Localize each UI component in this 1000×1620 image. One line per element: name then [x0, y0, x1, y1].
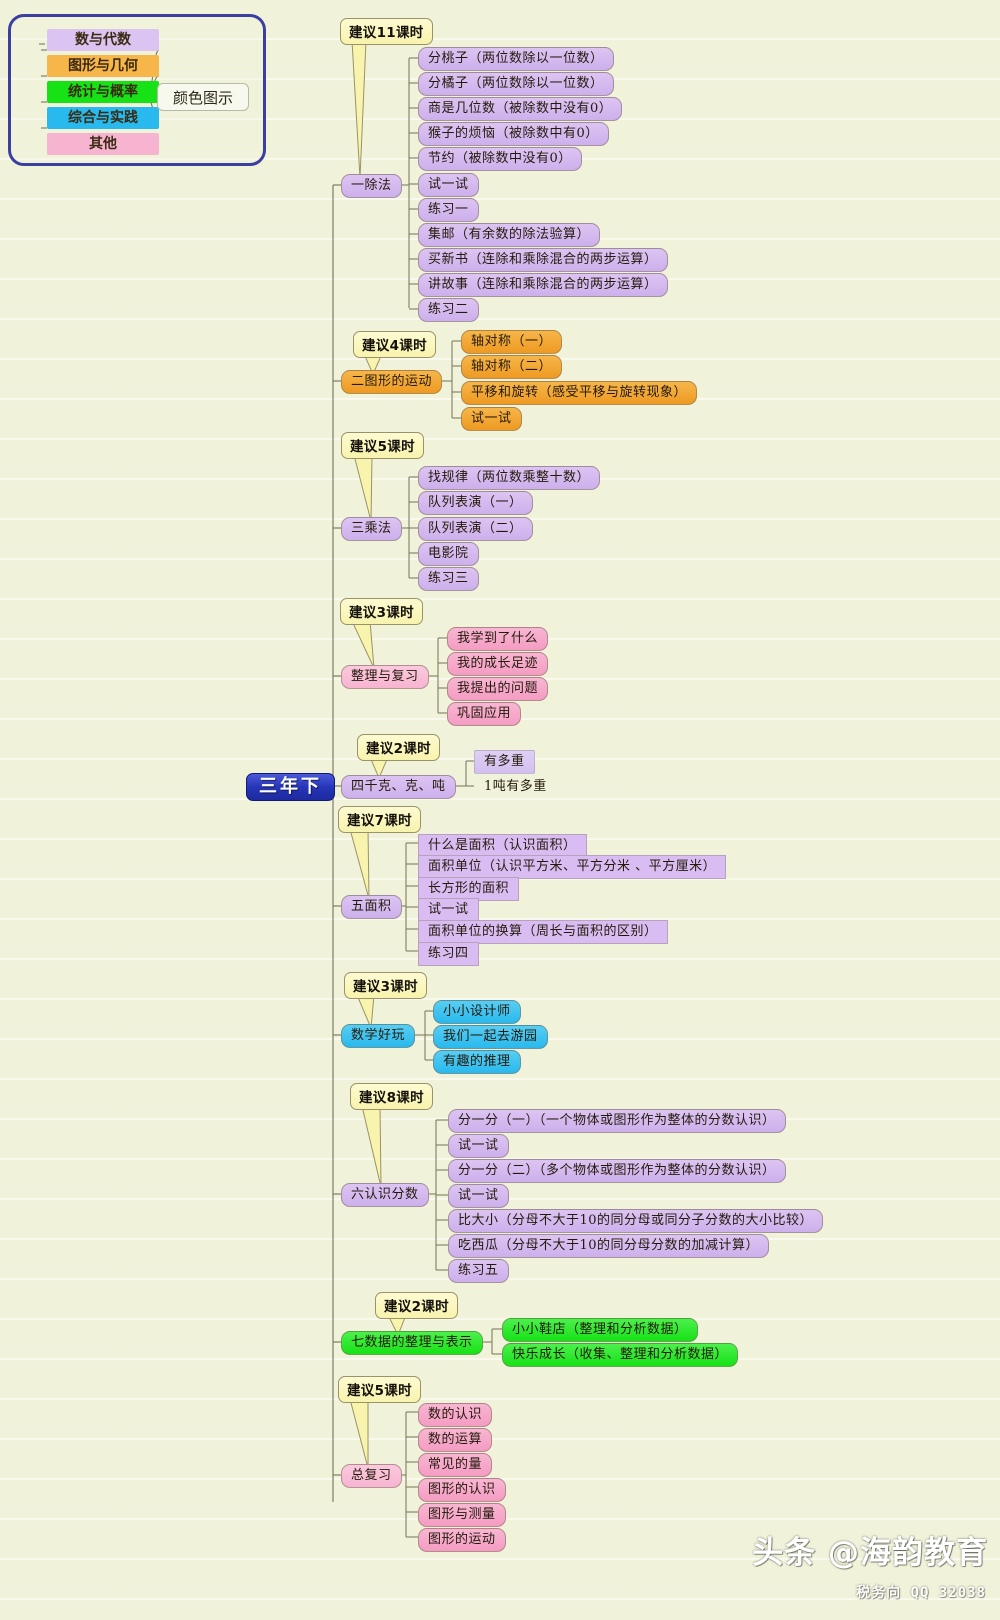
legend-panel: 数与代数 图形与几何 统计与概率 综合与实践 其他 颜色图示 [8, 14, 266, 166]
leaf-1-3[interactable]: 试一试 [461, 407, 522, 431]
leaf-8-1[interactable]: 快乐成长（收集、整理和分析数据） [502, 1343, 739, 1367]
leaf-5-4[interactable]: 面积单位的换算（周长与面积的区别） [418, 920, 668, 944]
leaf-4-0[interactable]: 有多重 [474, 750, 535, 774]
leaf-9-1[interactable]: 数的运算 [418, 1428, 493, 1452]
leaf-3-1[interactable]: 我的成长足迹 [447, 652, 549, 676]
leaf-6-0[interactable]: 小小设计师 [433, 1000, 521, 1024]
branch-node-5[interactable]: 五面积 [341, 895, 402, 919]
leaf-2-3[interactable]: 电影院 [418, 542, 479, 566]
leaf-0-9[interactable]: 讲故事（连除和乘除混合的两步运算） [418, 273, 668, 297]
leaf-0-3[interactable]: 猴子的烦恼（被除数中有0） [418, 122, 609, 146]
root-node[interactable]: 三年下 [246, 773, 335, 801]
leaf-9-3[interactable]: 图形的认识 [418, 1478, 506, 1502]
branch-node-2[interactable]: 三乘法 [341, 517, 402, 541]
leaf-7-1[interactable]: 试一试 [448, 1134, 509, 1158]
leaf-9-5[interactable]: 图形的运动 [418, 1528, 506, 1552]
leaf-0-8[interactable]: 买新书（连除和乘除混合的两步运算） [418, 248, 668, 272]
leaf-5-5[interactable]: 练习四 [418, 942, 479, 966]
leaf-2-4[interactable]: 练习三 [418, 567, 479, 591]
hours-badge-6: 建议3课时 [344, 972, 427, 999]
leaf-3-3[interactable]: 巩固应用 [447, 702, 522, 726]
hours-badge-3: 建议3课时 [340, 598, 423, 625]
branch-node-0[interactable]: 一除法 [341, 174, 402, 198]
leaf-7-0[interactable]: 分一分（一）（一个物体或图形作为整体的分数认识） [448, 1109, 786, 1133]
legend-item-2: 统计与概率 [47, 81, 159, 103]
legend-title: 颜色图示 [157, 83, 249, 111]
hours-badge-4: 建议2课时 [357, 734, 440, 761]
leaf-2-0[interactable]: 找规律（两位数乘整十数） [418, 466, 601, 490]
legend-item-0: 数与代数 [47, 29, 159, 51]
legend-item-1: 图形与几何 [47, 55, 159, 77]
hours-badge-0: 建议11课时 [340, 18, 433, 45]
hours-badge-1: 建议4课时 [353, 331, 436, 358]
leaf-6-1[interactable]: 我们一起去游园 [433, 1025, 548, 1049]
leaf-0-5[interactable]: 试一试 [418, 173, 479, 197]
branch-node-7[interactable]: 六认识分数 [341, 1183, 429, 1207]
hours-badge-8: 建议2课时 [375, 1292, 458, 1319]
leaf-5-0[interactable]: 什么是面积（认识面积） [418, 834, 587, 858]
leaf-3-2[interactable]: 我提出的问题 [447, 677, 549, 701]
hours-badge-7: 建议8课时 [350, 1083, 433, 1110]
leaf-9-4[interactable]: 图形与测量 [418, 1503, 506, 1527]
leaf-3-0[interactable]: 我学到了什么 [447, 627, 549, 651]
leaf-0-6[interactable]: 练习一 [418, 198, 479, 222]
watermark-sub: 税务向 QQ 32038 [856, 1585, 986, 1601]
leaf-9-2[interactable]: 常见的量 [418, 1453, 493, 1477]
leaf-7-6[interactable]: 练习五 [448, 1259, 509, 1283]
hours-badge-9: 建议5课时 [338, 1376, 421, 1403]
leaf-7-5[interactable]: 吃西瓜（分母不大于10的同分母分数的加减计算） [448, 1234, 770, 1258]
leaf-0-0[interactable]: 分桃子（两位数除以一位数） [418, 47, 614, 71]
leaf-0-2[interactable]: 商是几位数（被除数中没有0） [418, 97, 623, 121]
leaf-4-1[interactable]: 1吨有多重 [484, 779, 547, 794]
branch-node-4[interactable]: 四千克、克、吨 [341, 775, 456, 799]
legend-items: 数与代数 图形与几何 统计与概率 综合与实践 其他 [47, 29, 159, 159]
branch-node-8[interactable]: 七数据的整理与表示 [341, 1331, 483, 1355]
branch-node-3[interactable]: 整理与复习 [341, 665, 429, 689]
leaf-0-1[interactable]: 分橘子（两位数除以一位数） [418, 72, 614, 96]
leaf-7-4[interactable]: 比大小（分母不大于10的同分母或同分子分数的大小比较） [448, 1209, 824, 1233]
leaf-0-10[interactable]: 练习二 [418, 298, 479, 322]
leaf-8-0[interactable]: 小小鞋店（整理和分析数据） [502, 1318, 698, 1342]
leaf-1-2[interactable]: 平移和旋转（感受平移与旋转现象） [461, 381, 698, 405]
leaf-2-1[interactable]: 队列表演（一） [418, 491, 533, 515]
hours-badge-5: 建议7课时 [338, 806, 421, 833]
leaf-0-4[interactable]: 节约（被除数中没有0） [418, 147, 582, 171]
branch-node-9[interactable]: 总复习 [341, 1464, 402, 1488]
leaf-9-0[interactable]: 数的认识 [418, 1403, 493, 1427]
leaf-1-0[interactable]: 轴对称（一） [461, 330, 563, 354]
leaf-5-2[interactable]: 长方形的面积 [418, 877, 520, 901]
leaf-1-1[interactable]: 轴对称（二） [461, 355, 563, 379]
leaf-6-2[interactable]: 有趣的推理 [433, 1050, 521, 1074]
watermark-main: 头条 @海韵教育 [752, 1535, 988, 1571]
branch-node-1[interactable]: 二图形的运动 [341, 370, 443, 394]
hours-badge-2: 建议5课时 [341, 432, 424, 459]
leaf-0-7[interactable]: 集邮（有余数的除法验算） [418, 223, 601, 247]
leaf-7-2[interactable]: 分一分（二）（多个物体或图形作为整体的分数认识） [448, 1159, 786, 1183]
leaf-5-3[interactable]: 试一试 [418, 898, 479, 922]
leaf-2-2[interactable]: 队列表演（二） [418, 517, 533, 541]
branch-node-6[interactable]: 数学好玩 [341, 1024, 416, 1048]
legend-item-3: 综合与实践 [47, 107, 159, 129]
legend-item-4: 其他 [47, 133, 159, 155]
leaf-5-1[interactable]: 面积单位（认识平方米、平方分米 、平方厘米） [418, 855, 727, 879]
leaf-7-3[interactable]: 试一试 [448, 1184, 509, 1208]
